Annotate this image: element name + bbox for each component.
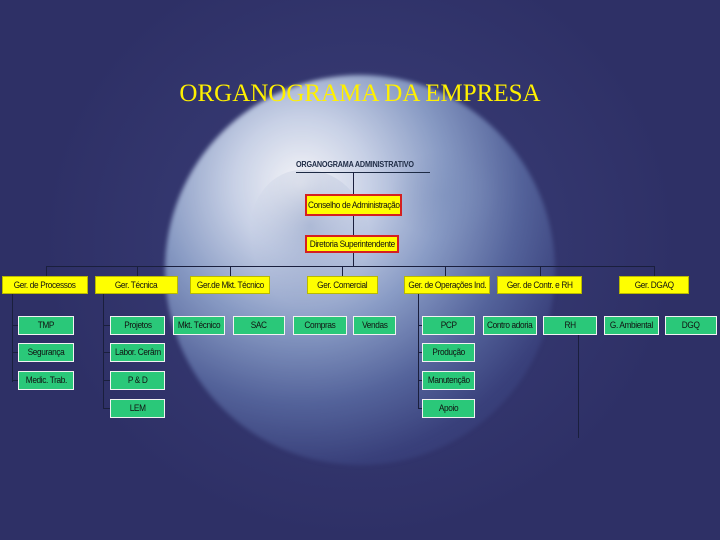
manager-box-mkt-tecnico: Ger.de Mkt. Técnico [190,276,270,294]
subunit-box-labor-ceram: Labor. Cerâm [110,343,165,362]
direction-label: Diretoria Superintendente [309,238,395,249]
manager-box-comercial: Ger. Comercial [307,276,378,294]
subunit-box-lem: LEM [110,399,165,418]
subunit-label: DGQ [682,320,700,330]
subunit-label: TMP [37,320,55,330]
subunit-label: Produção [432,347,465,357]
subunit-label: P & D [127,375,148,385]
slide-title: ORGANOGRAMA DA EMPRESA [179,80,541,107]
subunit-label: Segurança [27,347,65,357]
subunit-box-projetos: Projetos [110,316,165,335]
connector-line [418,352,422,353]
globe-continent-shading [390,150,500,240]
subunit-label: Mkt. Técnico [177,320,221,330]
connector-line [12,294,13,382]
subunit-label: Projetos [123,320,152,330]
connector-line [353,216,354,235]
connector-line [12,352,18,353]
manager-bus-line [46,266,654,267]
subunit-box-vendas: Vendas [353,316,396,335]
connector-line [445,266,446,276]
connector-line [418,380,422,381]
subunit-box-dgq: DGQ [665,316,717,335]
connector-line [103,408,110,409]
manager-label: Ger. Técnica [115,279,158,290]
manager-box-contr-rh: Ger. de Contr. e RH [497,276,582,294]
connector-line [418,408,422,409]
board-box: Conselho de Administração [305,194,402,216]
manager-box-dgaq: Ger. DGAQ [619,276,689,294]
connector-line [654,266,655,276]
subunit-box-producao: Produção [422,343,475,362]
connector-line [353,172,354,194]
connector-line [46,266,47,276]
subunit-box-rh: RH [543,316,597,335]
manager-label: Ger. DGAQ [634,279,674,290]
connector-line [230,266,231,276]
subunit-label: Compras [304,320,336,330]
connector-line [540,266,541,276]
connector-line [103,352,110,353]
subunit-label: RH [564,320,576,330]
subunit-box-sac: SAC [233,316,285,335]
direction-box: Diretoria Superintendente [305,235,399,253]
subunit-label: Manutenção [427,375,470,385]
connector-line [12,325,18,326]
subunit-box-pcp: PCP [422,316,475,335]
manager-box-processos: Ger. de Processos [2,276,88,294]
subunit-box-compras: Compras [293,316,347,335]
subunit-box-seguranca: Segurança [18,343,74,362]
manager-label: Ger. de Operações Ind. [408,279,486,290]
manager-label: Ger. Comercial [317,279,368,290]
manager-label: Ger. de Processos [14,279,76,290]
heading-underline [296,172,430,173]
manager-box-tecnica: Ger. Técnica [95,276,178,294]
subunit-label: Medic. Trab. [25,375,67,385]
subunit-box-manutencao: Manutenção [422,371,475,390]
connector-line [418,294,419,409]
org-chart-heading: ORGANOGRAMA ADMINISTRATIVO [296,160,414,169]
subunit-label: SAC [251,320,267,330]
subunit-box-p-d: P & D [110,371,165,390]
connector-line [103,380,110,381]
manager-label: Ger. de Contr. e RH [506,279,573,290]
connector-line [103,325,110,326]
subunit-label: Labor. Cerâm [114,347,161,357]
connector-line [418,325,422,326]
subunit-label: Vendas [361,320,388,330]
subunit-box-controladoria: Contro adoria [483,316,537,335]
subunit-box-g-ambiental: G. Ambiental [604,316,659,335]
subunit-label: PCP [440,320,457,330]
subunit-box-mkt-tecnico: Mkt. Técnico [173,316,225,335]
manager-label: Ger.de Mkt. Técnico [196,279,264,290]
subunit-label: G. Ambiental [609,320,653,330]
connector-line [12,380,18,381]
connector-line [342,266,343,276]
connector-line [578,333,579,438]
subunit-box-apoio: Apoio [422,399,475,418]
board-label: Conselho de Administração [307,199,400,210]
connector-line [137,266,138,276]
connector-line [103,294,104,409]
subunit-box-medic-trab: Medic. Trab. [18,371,74,390]
connector-line [353,253,354,267]
manager-box-operacoes: Ger. de Operações Ind. [404,276,490,294]
subunit-label: Contro adoria [487,320,533,330]
subunit-label: LEM [129,403,146,413]
subunit-label: Apoio [438,403,459,413]
subunit-box-tmp: TMP [18,316,74,335]
